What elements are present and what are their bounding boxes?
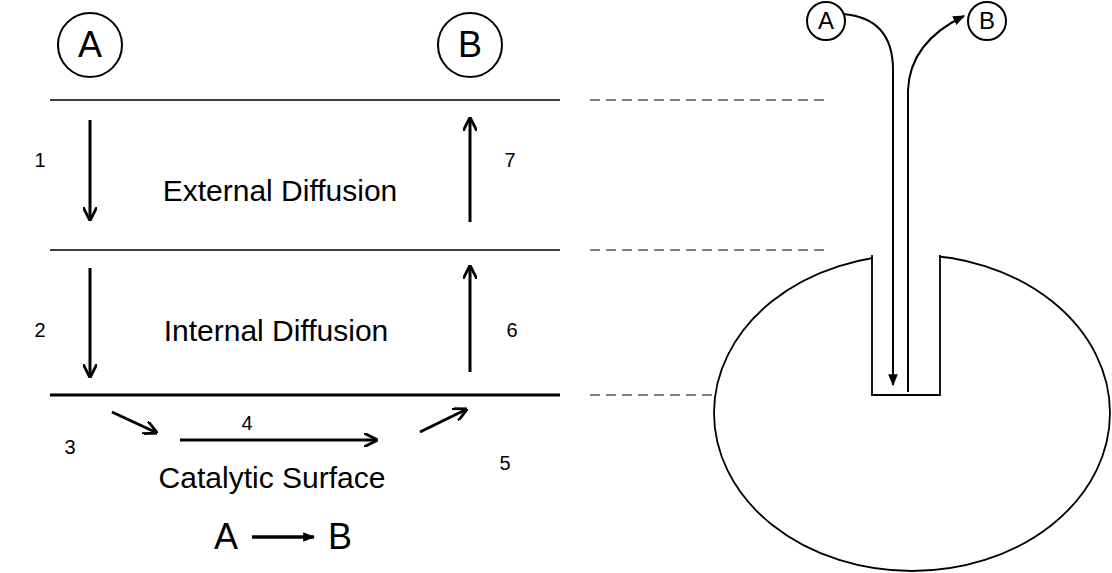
species-circle: A [57,12,123,78]
text-label: Internal Diffusion [164,314,389,347]
callout-number: 7 [504,149,515,171]
callout-number: 5 [499,452,510,474]
step-arrow [420,410,465,432]
pore [872,255,940,395]
step-arrow [89,120,92,218]
band-line [50,99,560,101]
text-label: B [328,517,352,557]
species-circle: B [437,12,503,78]
surface-line [50,394,560,397]
species-circle: A [806,1,846,41]
species-label: B [458,27,482,63]
pore-opening [873,245,939,394]
species-label: A [78,27,102,63]
callout-number: 2 [34,319,45,341]
step-arrow [180,439,375,442]
step-arrow [469,120,472,222]
text-label: External Diffusion [163,174,398,207]
guide-line [590,99,830,101]
species-label: B [979,9,995,33]
callout-number: 1 [34,149,45,171]
step-arrow [469,268,472,372]
callout-number: 3 [64,436,75,458]
callout-number: 4 [241,412,252,434]
species-circle: B [967,1,1007,41]
callout-number: 6 [506,319,517,341]
reaction-arrow [252,535,314,539]
text-label: Catalytic Surface [159,461,386,494]
band-line [50,249,560,251]
flow-arrow [908,16,964,392]
step-arrow [89,268,92,375]
species-label: A [818,9,834,33]
guide-line [590,249,830,251]
flow-arrow [843,14,893,385]
text-label: A [214,517,238,557]
step-arrow [112,412,155,432]
